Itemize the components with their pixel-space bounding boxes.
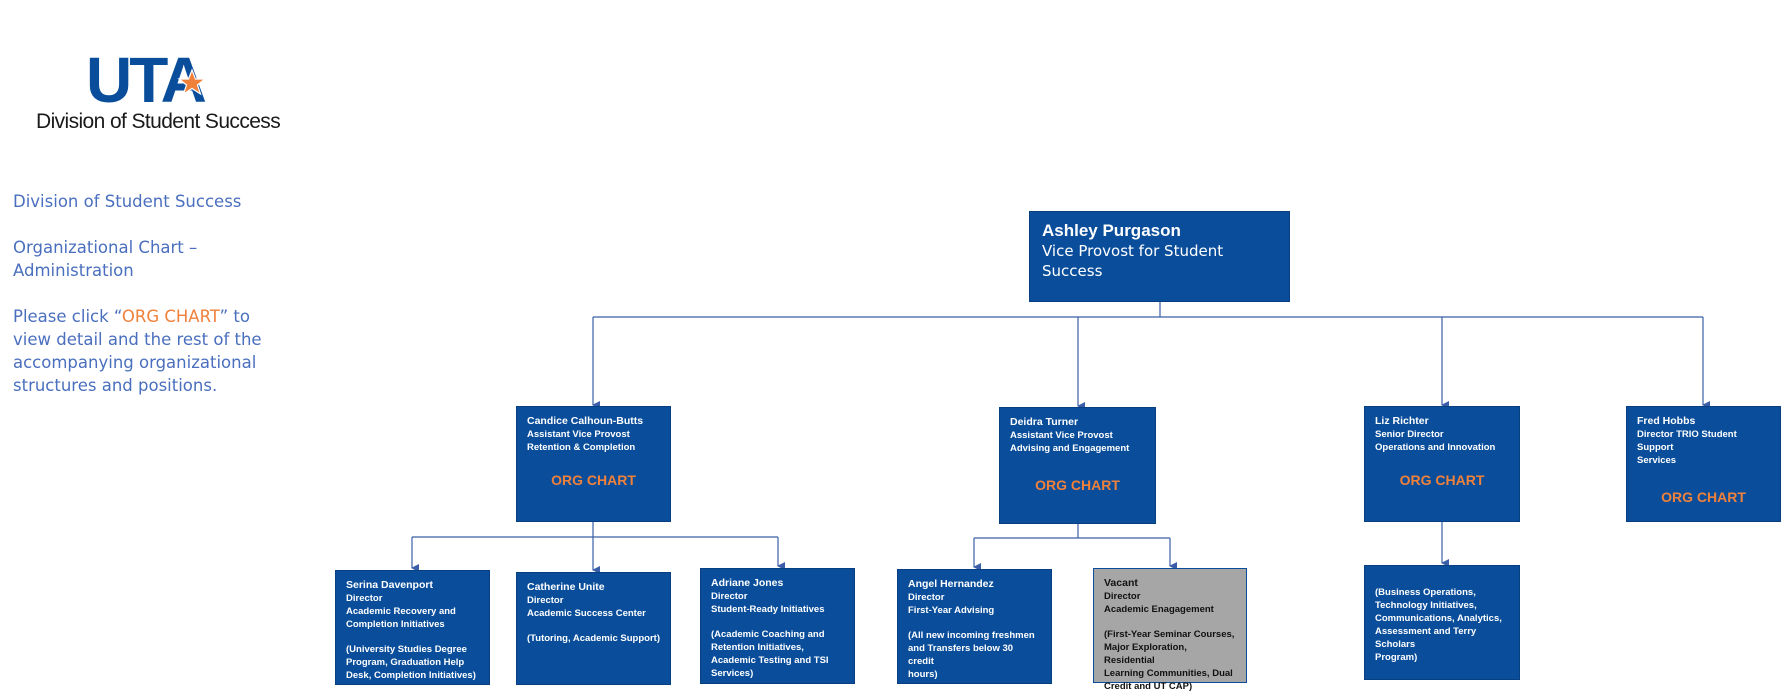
logo-subtitle: Division of Student Success bbox=[36, 110, 281, 133]
uta-logo: UTA Division of Student Success bbox=[36, 50, 281, 136]
star-icon bbox=[177, 68, 207, 96]
intro-org-chart-link[interactable]: ORG CHART bbox=[121, 307, 220, 326]
vice-provost-name: Ashley Purgason bbox=[1042, 221, 1181, 240]
intro-chart-title: Organizational Chart – Administration bbox=[13, 238, 198, 280]
org-chart-link-deidra[interactable]: ORG CHART bbox=[1035, 477, 1120, 493]
uta-logo-text: UTA bbox=[86, 50, 206, 106]
box-adriane-jones: Adriane Jones Director Student-Ready Ini… bbox=[700, 568, 855, 684]
box-serina-davenport: Serina Davenport Director Academic Recov… bbox=[335, 570, 490, 685]
org-chart-link-candice[interactable]: ORG CHART bbox=[551, 472, 636, 488]
box-vacant: Vacant Director Academic Enagagement (Fi… bbox=[1093, 568, 1247, 692]
org-chart-link-liz[interactable]: ORG CHART bbox=[1399, 472, 1485, 488]
box-fred-hobbs: Fred Hobbs Director TRIO Student Support… bbox=[1626, 406, 1781, 522]
box-liz-richter: Liz Richter Senior Director Operations a… bbox=[1364, 406, 1520, 522]
box-catherine-unite: Catherine Unite Director Academic Succes… bbox=[516, 572, 671, 685]
box-angel-hernandez: Angel Hernandez Director First-Year Advi… bbox=[897, 569, 1052, 684]
intro-division: Division of Student Success bbox=[13, 192, 242, 211]
intro-text: Division of Student Success Organization… bbox=[13, 190, 293, 420]
intro-instructions: Please click “ORG CHART” to view detail … bbox=[13, 307, 262, 395]
box-vice-provost: Ashley Purgason Vice Provost for Student… bbox=[1029, 211, 1290, 302]
box-operations: (Business Operations, Technology Initiat… bbox=[1364, 565, 1520, 680]
org-chart-link-fred[interactable]: ORG CHART bbox=[1661, 489, 1746, 505]
box-deidra-turner: Deidra Turner Assistant Vice Provost Adv… bbox=[999, 407, 1156, 524]
uta-logo-mark: UTA bbox=[86, 50, 209, 106]
box-candice-calhoun-butts: Candice Calhoun-Butts Assistant Vice Pro… bbox=[516, 406, 671, 522]
vice-provost-title: Vice Provost for Student Success bbox=[1042, 242, 1224, 280]
